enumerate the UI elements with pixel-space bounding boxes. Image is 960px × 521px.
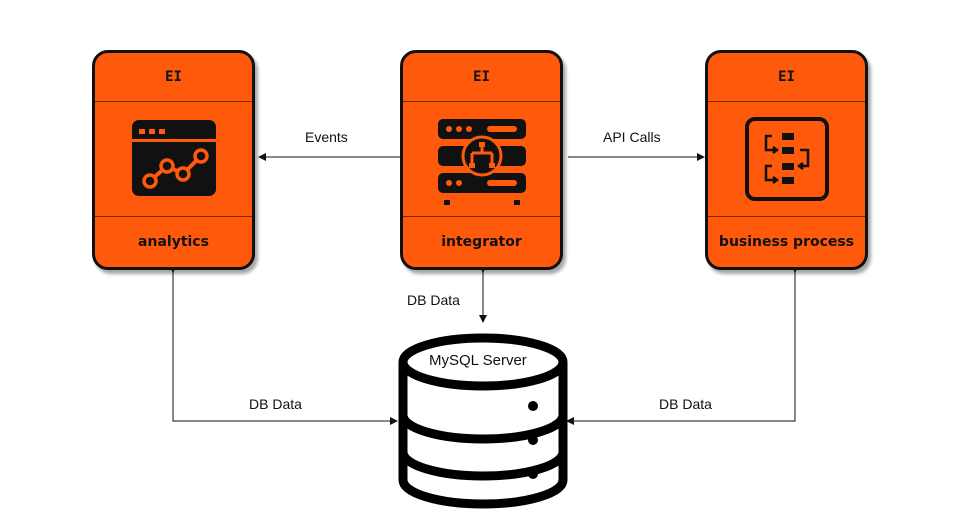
business-db-arrow	[566, 265, 799, 425]
business-process-node: EI business process	[705, 50, 868, 270]
db-data-label-business: DB Data	[659, 396, 712, 412]
analytics-chart-icon	[95, 102, 252, 217]
db-data-label-integrator: DB Data	[407, 292, 460, 308]
node-label: integrator	[403, 216, 560, 267]
node-label: business process	[708, 216, 865, 267]
integrator-node: EI	[400, 50, 563, 270]
db-data-label-analytics: DB Data	[249, 396, 302, 412]
database-icon	[398, 333, 568, 509]
api-calls-label: API Calls	[603, 129, 661, 145]
node-label: analytics	[95, 216, 252, 267]
node-header: EI	[95, 53, 252, 102]
analytics-node: EI analytics	[92, 50, 255, 270]
events-label: Events	[305, 129, 348, 145]
analytics-db-arrow	[169, 265, 398, 425]
mysql-server-label: MySQL Server	[429, 352, 527, 369]
workflow-icon	[708, 102, 865, 217]
node-header: EI	[708, 53, 865, 102]
node-header: EI	[403, 53, 560, 102]
server-rack-icon	[403, 102, 560, 217]
